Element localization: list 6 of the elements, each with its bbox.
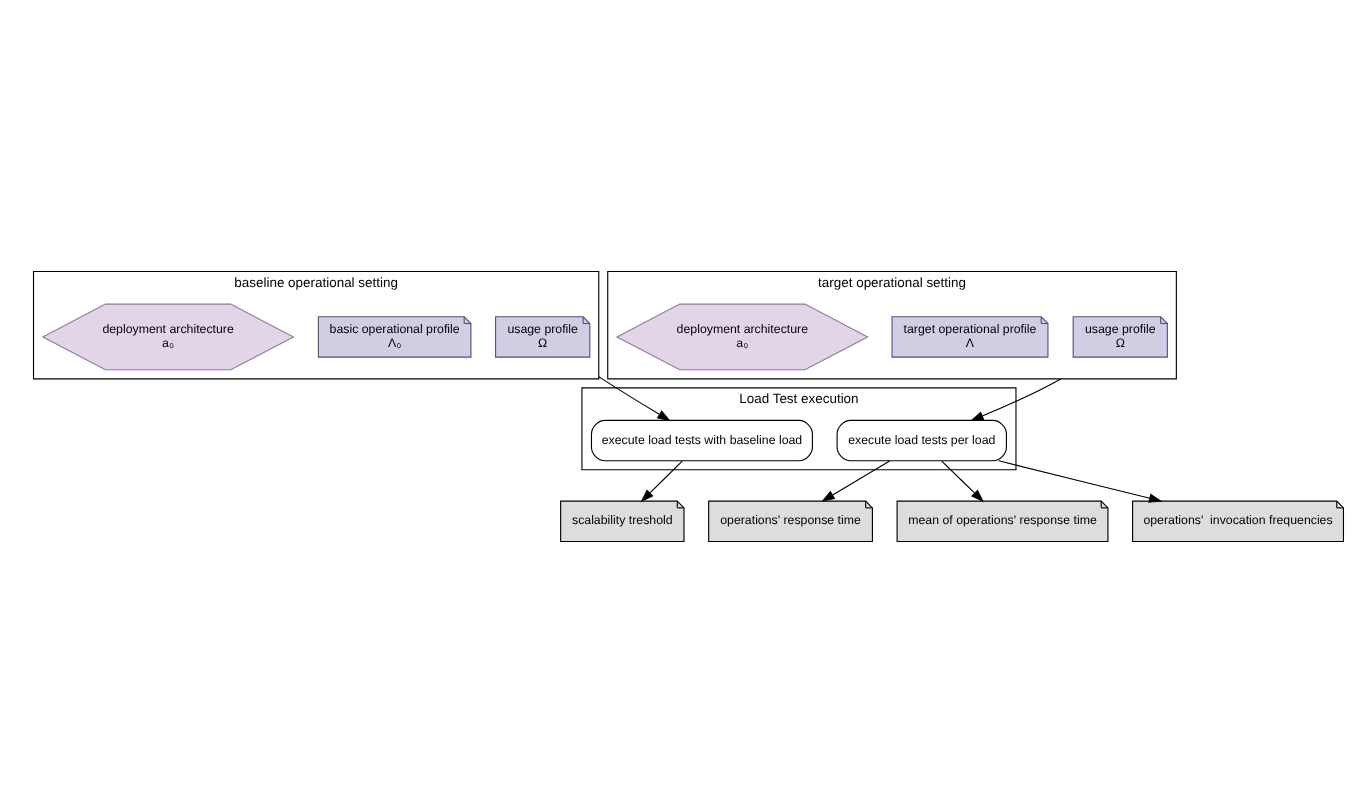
arrow bbox=[598, 375, 671, 421]
arrow bbox=[970, 377, 1062, 421]
arrow bbox=[998, 459, 1163, 502]
arrow bbox=[640, 459, 683, 502]
arrow bbox=[941, 459, 984, 502]
arrow bbox=[821, 459, 891, 501]
